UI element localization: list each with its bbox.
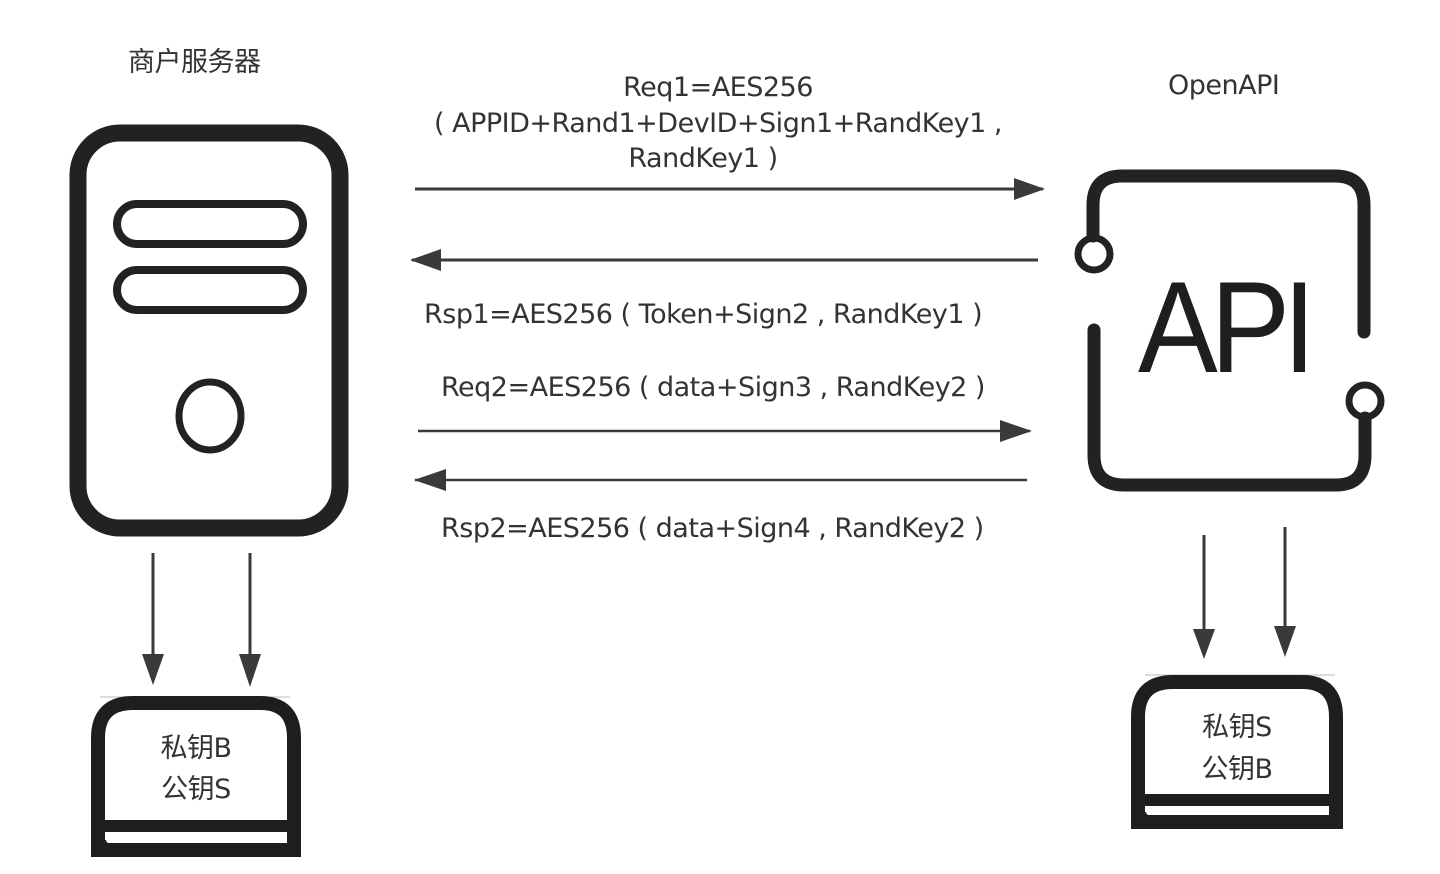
message-req1-line3: RandKey1 )	[628, 143, 778, 174]
message-req2: Req2=AES256 ( data+Sign3 , RandKey2 )	[441, 372, 985, 403]
merchant-private-key: 私钥B	[160, 733, 232, 764]
arrowhead-openapi-key-1	[1193, 629, 1215, 659]
merchant-server-label: 商户服务器	[128, 47, 261, 78]
api-icon	[1074, 169, 1385, 492]
merchant-public-key: 公钥S	[161, 774, 231, 805]
openapi-public-key: 公钥B	[1201, 754, 1273, 785]
openapi-keystore-icon	[1131, 674, 1343, 829]
message-req1-line1: Req1=AES256	[623, 72, 813, 103]
arrowhead-rsp2	[414, 469, 446, 491]
openapi-label: OpenAPI	[1168, 70, 1280, 101]
api-icon-text: API	[1138, 254, 1316, 400]
server-icon	[69, 124, 349, 537]
arrowhead-req2	[1000, 420, 1032, 442]
arrowhead-req1	[1014, 178, 1045, 200]
arrowhead-rsp1	[410, 249, 441, 271]
message-rsp2: Rsp2=AES256 ( data+Sign4 , RandKey2 )	[441, 513, 984, 544]
arrowhead-merchant-key-2	[239, 654, 261, 687]
merchant-keystore-icon	[91, 696, 301, 857]
arrowhead-openapi-key-2	[1274, 626, 1296, 657]
message-rsp1: Rsp1=AES256 ( Token+Sign2 , RandKey1 )	[424, 299, 983, 330]
message-req1-line2: ( APPID+Rand1+DevID+Sign1+RandKey1 ,	[434, 108, 1003, 139]
arrowhead-merchant-key-1	[142, 654, 164, 685]
openapi-private-key: 私钥S	[1202, 712, 1272, 743]
